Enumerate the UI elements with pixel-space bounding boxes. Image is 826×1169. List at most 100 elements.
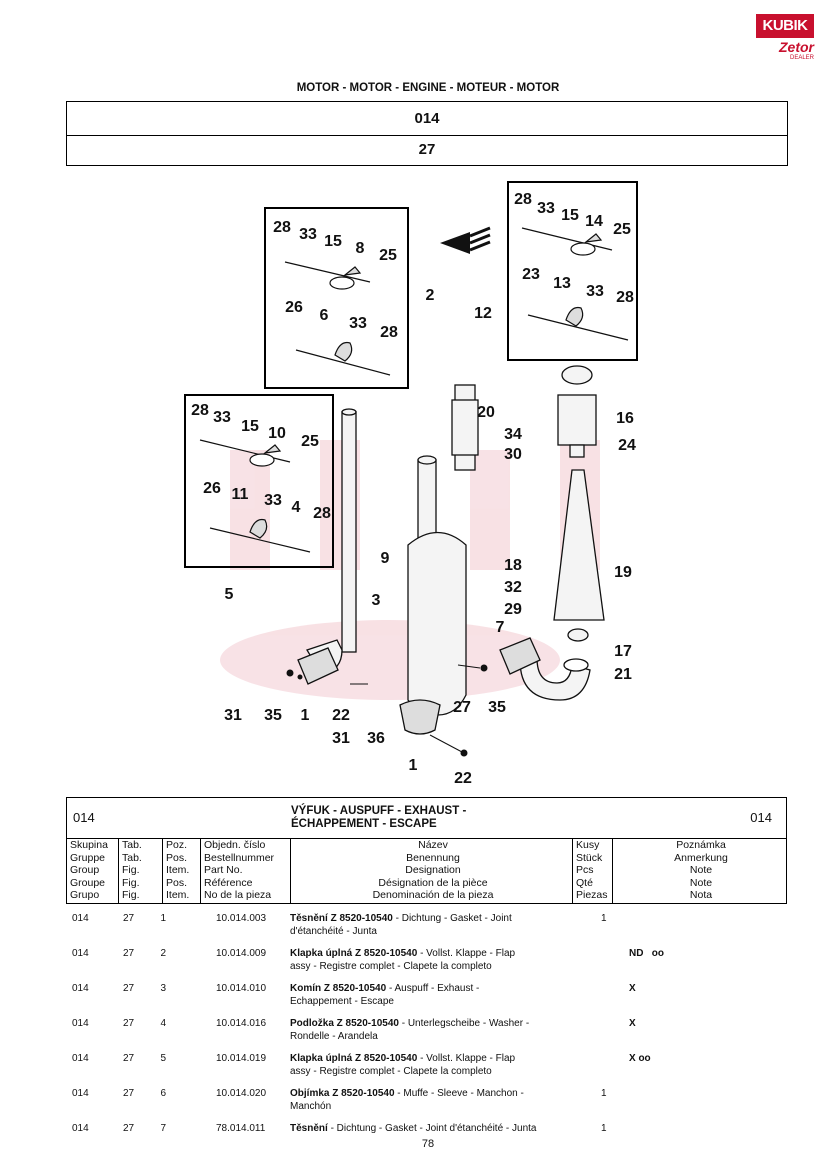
callout-label: 10 [268, 425, 286, 442]
row-designation: Klapka úplná Z 8520-10540 - Vollst. Klap… [290, 947, 570, 973]
callout-label: 28 [514, 191, 532, 208]
callout-label: 24 [618, 437, 636, 454]
callout-label: 27 [453, 699, 471, 716]
row-designation: Komín Z 8520-10540 - Auspuff - Exhaust -… [290, 982, 570, 1008]
row-group: 014 [72, 1053, 89, 1064]
muffler-9 [399, 455, 467, 735]
callout-label: 20 [477, 404, 495, 421]
col-header-poz: Poz.Pos.Item.Pos.Item. [163, 839, 201, 903]
row-designation-czech: Objímka Z 8520-10540 [290, 1088, 395, 1099]
callout-label: 26 [285, 299, 303, 316]
callout-label: 32 [504, 579, 522, 596]
callout-label: 33 [586, 283, 604, 300]
callout-label: 18 [504, 557, 522, 574]
callout-label: 33 [299, 226, 317, 243]
row-group: 014 [72, 913, 89, 924]
row-pos: 5 [160, 1053, 166, 1064]
row-designation-line2: assy - Registre complet - Clapete la com… [290, 961, 492, 972]
callout-label: 6 [320, 307, 329, 324]
row-pos: 3 [160, 983, 166, 994]
callout-label: 28 [616, 289, 634, 306]
callout-label: 13 [553, 275, 571, 292]
logo-zetor-text: Zetor [779, 39, 814, 55]
row-designation-line2: Manchón [290, 1101, 332, 1112]
row-pos: 6 [160, 1088, 166, 1099]
callout-label: 15 [561, 207, 579, 224]
callout-label: 29 [504, 601, 522, 618]
row-designation-line2: Rondelle - Arandela [290, 1031, 378, 1042]
row-part-number: 10.014.019 [216, 1053, 267, 1064]
callout-label: 7 [496, 619, 505, 636]
callout-label: 9 [381, 550, 390, 567]
exhaust-pipe-3 [297, 408, 357, 685]
table-title: VÝFUK - AUSPUFF - EXHAUST - ÉCHAPPEMENT … [291, 805, 466, 831]
detail-box-2 [264, 207, 409, 389]
group-code-box: 014 [66, 101, 788, 136]
callout-label: 11 [232, 486, 249, 503]
callout-label: 25 [379, 247, 397, 264]
logo-dealer-text: DEALER [789, 55, 814, 61]
row-designation: Podložka Z 8520-10540 - Unterlegscheibe … [290, 1017, 570, 1043]
detail-box-12 [507, 181, 638, 361]
callout-label: 34 [504, 426, 522, 443]
row-tab: 27 [123, 1018, 135, 1029]
row-part-number: 10.014.009 [216, 948, 267, 959]
flap-assembly-2 [284, 261, 391, 376]
callout-label: 28 [273, 219, 291, 236]
row-designation-translations: - Dichtung - Gasket - Joint [392, 913, 512, 924]
callout-label: 28 [191, 402, 209, 419]
kubik-zetor-logo: KUBIK Zetor DEALER [756, 14, 814, 64]
pipe-19 [553, 469, 605, 642]
row-designation-czech: Klapka úplná Z 8520-10540 [290, 1053, 418, 1064]
callout-label: 33 [264, 492, 282, 509]
callout-label: 31 [224, 707, 242, 724]
table-title-bar: 014 VÝFUK - AUSPUFF - EXHAUST - ÉCHAPPEM… [66, 797, 787, 839]
row-part-number: 10.014.020 [216, 1088, 267, 1099]
callout-label: 16 [616, 410, 634, 427]
row-designation-czech: Těsnění Z 8520-10540 [290, 913, 393, 924]
row-designation: Těsnění Z 8520-10540 - Dichtung - Gasket… [290, 912, 570, 938]
callout-label: 30 [504, 446, 522, 463]
elbow-pipe-21 [499, 637, 591, 701]
row-pos: 4 [160, 1018, 166, 1029]
row-designation-translations: - Vollst. Klappe - Flap [417, 1053, 516, 1064]
callout-label: 21 [614, 666, 632, 683]
row-part-number: 10.014.003 [216, 913, 267, 924]
table-group-code-left: 014 [73, 810, 95, 825]
callout-label: 31 [332, 730, 350, 747]
bolts [286, 664, 488, 757]
callout-label: 8 [356, 240, 365, 257]
row-part-number: 78.014.011 [216, 1123, 266, 1134]
row-pos: 2 [160, 948, 166, 959]
callout-label: 14 [585, 213, 603, 230]
row-quantity: 1 [601, 1088, 607, 1099]
callout-label: 15 [324, 233, 342, 250]
logo-kubik-text: KUBIK [756, 14, 814, 38]
callout-label: 25 [301, 433, 319, 450]
page-number: 78 [421, 1138, 435, 1150]
row-quantity: 1 [601, 1123, 607, 1134]
row-tab: 27 [123, 1123, 135, 1134]
table-group-code-right: 014 [750, 810, 772, 825]
callout-label: 4 [292, 499, 301, 516]
row-designation-czech: Těsnění [290, 1123, 328, 1134]
callout-label: 5 [225, 586, 234, 603]
table-title-line2: ÉCHAPPEMENT - ESCAPE [291, 818, 437, 830]
callout-label: 1 [409, 757, 418, 774]
callout-label: 23 [522, 266, 540, 283]
row-designation-czech: Podložka Z 8520-10540 [290, 1018, 399, 1029]
callout-label: 33 [537, 200, 555, 217]
row-group: 014 [72, 983, 89, 994]
row-tab: 27 [123, 1053, 135, 1064]
callout-label: 22 [454, 770, 472, 787]
row-designation-line2: assy - Registre complet - Clapete la com… [290, 1066, 492, 1077]
detail-box-5 [184, 394, 334, 568]
